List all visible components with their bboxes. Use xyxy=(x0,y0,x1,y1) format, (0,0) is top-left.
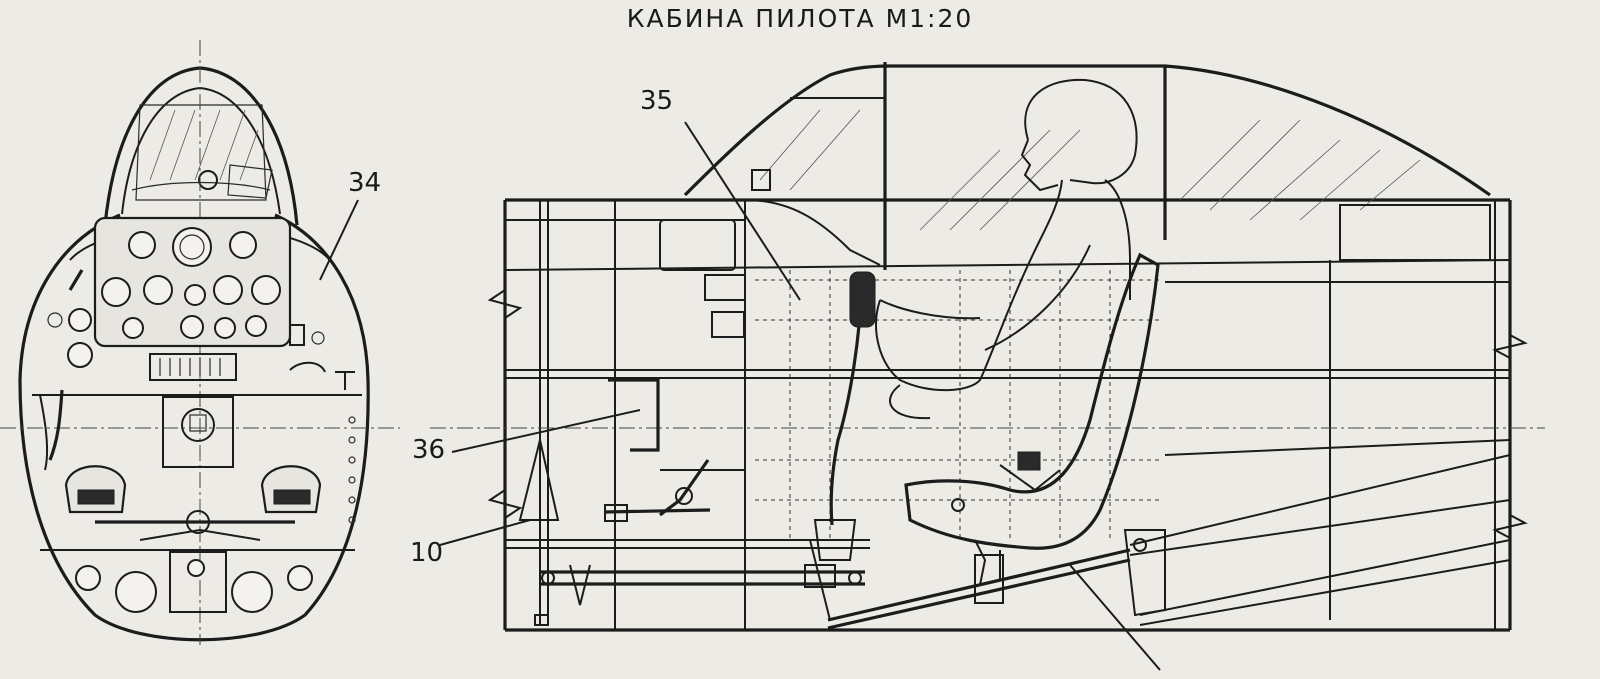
right-rudder-pedal xyxy=(260,465,322,514)
side-view xyxy=(430,62,1545,671)
front-view xyxy=(0,40,400,645)
leader-36 xyxy=(451,409,641,453)
callout-35: 35 xyxy=(640,86,674,116)
leader-10 xyxy=(439,519,531,546)
instrument-gauges xyxy=(101,227,281,339)
pilot-figure xyxy=(875,78,1138,420)
pilot-seat xyxy=(904,252,1160,550)
canopy-glass-hatching xyxy=(759,109,1421,231)
control-box xyxy=(162,396,234,468)
callout-10: 10 xyxy=(410,538,444,568)
gunsight-ring xyxy=(198,170,218,190)
left-rudder-pedal xyxy=(64,465,127,514)
front-windscreen-hatching xyxy=(149,109,259,181)
side-canopy-outline xyxy=(683,64,1491,197)
callout-34: 34 xyxy=(348,168,382,198)
switch-box xyxy=(149,353,237,381)
lower-bay xyxy=(169,551,227,613)
pilot-helmet xyxy=(1024,78,1138,185)
stick-grip xyxy=(849,271,876,328)
drawing-title: КАБИНА ПИЛОТА М1:20 xyxy=(626,4,974,33)
leader-bottom xyxy=(1069,564,1161,671)
leader-35 xyxy=(684,121,801,301)
callout-36: 36 xyxy=(412,435,446,465)
control-stick xyxy=(829,279,864,526)
leader-34 xyxy=(319,199,359,281)
front-fuselage-outline xyxy=(18,213,370,642)
headrest-fairing xyxy=(1339,204,1491,261)
front-canopy-outline xyxy=(103,66,299,226)
